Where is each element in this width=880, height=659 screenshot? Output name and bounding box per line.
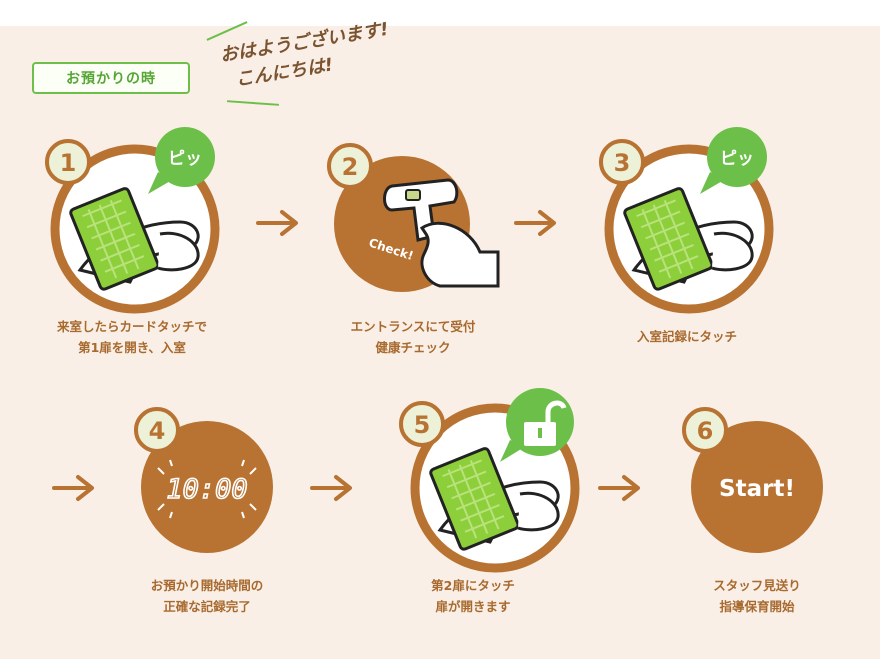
caption-line: スタッフ見送り	[713, 578, 801, 593]
caption-line: 来室したらカードタッチで	[56, 319, 207, 334]
step-number-text: 5	[414, 411, 431, 439]
step-3-caption: 入室記録にタッチ	[577, 326, 797, 347]
speech-bubble: ピッ	[148, 127, 215, 194]
unlock-bubble	[500, 388, 574, 462]
step-4-caption: お預かり開始時間の 正確な記録完了	[97, 575, 317, 617]
step-2: Check! 2	[327, 143, 500, 292]
step-1: ピッ 1	[45, 127, 220, 314]
step-6-caption: スタッフ見送り 指導保育開始	[647, 575, 867, 617]
step-3: ピッ 3	[599, 127, 774, 314]
arrow-right-icon	[52, 475, 94, 501]
step-number-text: 1	[60, 149, 77, 177]
bubble-text: ピッ	[720, 149, 754, 169]
thermometer-icon	[383, 178, 500, 288]
arrow-right-icon	[256, 210, 298, 236]
step-number-text: 6	[697, 417, 714, 445]
caption-line: 第2扉にタッチ	[431, 578, 515, 593]
hand-card-icon	[623, 187, 754, 291]
step-number: 2	[327, 143, 373, 189]
greeting-dash-bottom	[226, 100, 280, 106]
step-5-caption: 第2扉にタッチ 扉が開きます	[363, 575, 583, 617]
step-number-text: 4	[149, 417, 166, 445]
hand-card-icon	[69, 187, 200, 291]
step-number: 5	[399, 401, 445, 447]
step-number: 6	[682, 407, 728, 453]
step-number: 4	[134, 407, 180, 453]
caption-line: エントランスにて受付	[350, 319, 476, 334]
step-5: 5	[399, 388, 580, 573]
clock-text: 10:00	[166, 474, 247, 505]
caption-line: 扉が開きます	[435, 599, 511, 614]
section-badge: お預かりの時	[32, 62, 190, 94]
step-4: 10:00 4	[134, 407, 273, 553]
step-number-text: 2	[342, 153, 359, 181]
step-number: 3	[599, 139, 645, 185]
step-number: 1	[45, 139, 91, 185]
caption-line: 指導保育開始	[719, 599, 795, 614]
hand-card-icon	[429, 447, 560, 551]
step-1-caption: 来室したらカードタッチで 第1扉を開き、入室	[22, 316, 242, 358]
arrow-right-icon	[598, 475, 640, 501]
caption-line: 入室記録にタッチ	[636, 329, 737, 344]
clock-display: 10:00	[157, 459, 257, 519]
caption-line: お預かり開始時間の	[150, 578, 264, 593]
caption-line: 正確な記録完了	[163, 599, 251, 614]
speech-bubble: ピッ	[700, 127, 767, 194]
caption-line: 第1扉を開き、入室	[78, 340, 186, 355]
arrow-right-icon	[514, 210, 556, 236]
step-number-text: 3	[614, 149, 631, 177]
step-6: Start! 6	[682, 407, 823, 553]
start-text: Start!	[719, 476, 795, 502]
arrow-right-icon	[310, 475, 352, 501]
caption-line: 健康チェック	[375, 340, 451, 355]
step-2-caption: エントランスにて受付 健康チェック	[303, 316, 523, 358]
bubble-text: ピッ	[168, 149, 202, 169]
greeting: おはようございます! こんにちは!	[205, 8, 415, 108]
unlock-icon	[524, 400, 567, 446]
